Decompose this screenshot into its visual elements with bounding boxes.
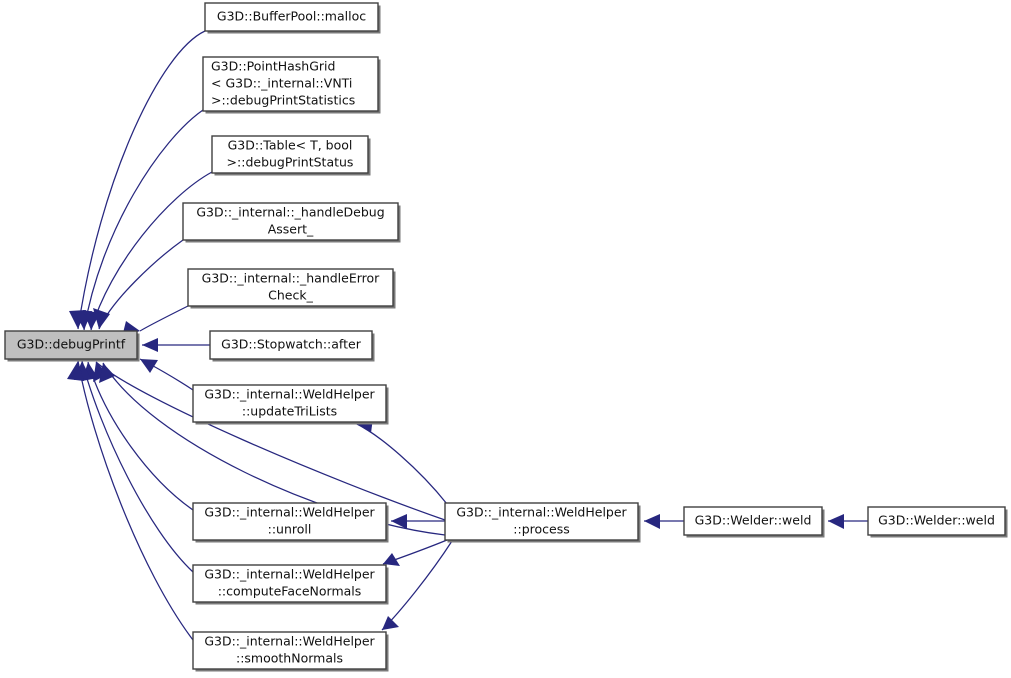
node-label-line: G3D::_internal::_handleError	[202, 271, 381, 286]
graph-edge-handledebugassert-to-debugprintf	[93, 239, 184, 330]
node-label-line: >::debugPrintStatistics	[211, 93, 355, 108]
arrowhead-icon	[391, 514, 407, 529]
arrowhead-icon	[67, 361, 84, 381]
node-box[interactable]	[192, 564, 387, 603]
node-box[interactable]	[192, 631, 387, 670]
edge-line	[81, 360, 194, 573]
arrowhead-icon	[93, 308, 110, 329]
graph-edge-welder_weld_1-to-weldhelper_process	[644, 514, 684, 529]
node-box[interactable]	[683, 506, 823, 536]
edge-line	[139, 305, 189, 332]
node-box[interactable]	[192, 502, 387, 541]
node-label-line: >::debugPrintStatus	[227, 155, 354, 170]
node-box[interactable]	[4, 330, 138, 360]
arrowhead-icon	[93, 362, 108, 382]
edge-line	[87, 361, 194, 511]
node-box[interactable]	[211, 135, 369, 174]
node-box[interactable]	[187, 268, 394, 307]
edge-line	[77, 360, 194, 641]
node-label-line: ::smoothNormals	[236, 651, 343, 666]
node-box[interactable]	[209, 330, 373, 360]
graph-edge-weldhelper_process-to-debugprintf	[99, 362, 446, 536]
graph-edge-weldhelper_process-to-weldhelper_unroll	[391, 514, 445, 529]
graph-edge-weldhelper_smoothnormals-to-debugprintf	[67, 360, 194, 641]
graph-edge-bufferpool_malloc-to-debugprintf	[69, 30, 206, 330]
graph-node-weldhelper_computefacenormals[interactable]: G3D::_internal::WeldHelper::computeFaceN…	[192, 564, 389, 605]
edge-line	[77, 30, 206, 330]
arrowhead-icon	[142, 338, 158, 352]
node-label-line: ::computeFaceNormals	[218, 584, 362, 599]
graph-edges	[67, 30, 868, 641]
edge-line	[98, 239, 184, 330]
graph-node-pointhashgrid_debugprintstatistics[interactable]: G3D::PointHashGrid< G3D::_internal::VNTi…	[202, 56, 381, 114]
graph-node-stopwatch_after[interactable]: G3D::Stopwatch::after	[209, 330, 375, 362]
graph-node-welder_weld_2[interactable]: G3D::Welder::weld	[867, 506, 1008, 538]
node-label-line: G3D::Welder::weld	[878, 513, 995, 528]
graph-node-bufferpool_malloc[interactable]: G3D::BufferPool::malloc	[204, 2, 381, 34]
node-box[interactable]	[192, 384, 387, 423]
node-label-line: G3D::Stopwatch::after	[221, 337, 362, 352]
graph-node-weldhelper_unroll[interactable]: G3D::_internal::WeldHelper::unroll	[192, 502, 389, 543]
node-label-line: Assert_	[268, 222, 314, 237]
node-box[interactable]	[204, 2, 379, 32]
node-label-line: ::process	[513, 522, 569, 537]
node-box[interactable]	[867, 506, 1006, 536]
node-label-line: G3D::_internal::WeldHelper	[204, 505, 375, 520]
node-box[interactable]	[444, 502, 639, 541]
graph-node-weldhelper_updatetrilists[interactable]: G3D::_internal::WeldHelper::updateTriLis…	[192, 384, 389, 425]
arrowhead-icon	[140, 359, 158, 373]
edge-line	[90, 171, 213, 331]
graph-edge-weldhelper_process-to-weldhelper_updatetrilists	[354, 418, 448, 505]
arrowhead-icon	[383, 553, 400, 566]
node-label-line: G3D::_internal::WeldHelper	[204, 567, 375, 582]
graph-node-weldhelper_smoothnormals[interactable]: G3D::_internal::WeldHelper::smoothNormal…	[192, 631, 389, 672]
arrowhead-icon	[644, 514, 660, 529]
node-box[interactable]	[202, 56, 379, 112]
arrowhead-icon	[828, 514, 844, 529]
node-label-line: ::updateTriLists	[242, 404, 337, 419]
graph-edge-weldhelper_updatetrilists-to-debugprintf	[139, 358, 194, 391]
node-box[interactable]	[182, 202, 399, 241]
graph-nodes: G3D::BufferPool::mallocG3D::PointHashGri…	[4, 2, 1008, 672]
graph-node-table_debugprintstatus[interactable]: G3D::Table< T, bool >::debugPrintStatus	[211, 135, 371, 176]
node-label-line: G3D::_internal::WeldHelper	[456, 505, 627, 520]
graph-edge-weldhelper_computefacenormals-to-debugprintf	[74, 360, 194, 573]
edge-line	[95, 361, 446, 521]
graph-node-welder_weld_1[interactable]: G3D::Welder::weld	[683, 506, 825, 538]
node-label-line: G3D::Table< T, bool	[228, 138, 353, 153]
node-label-line: G3D::Welder::weld	[695, 513, 812, 528]
graph-node-debugprintf[interactable]: G3D::debugPrintf	[4, 330, 140, 362]
node-label-line: ::unroll	[268, 522, 312, 537]
arrowhead-icon	[382, 616, 399, 630]
arrowhead-icon	[99, 363, 115, 383]
graph-edge-weldhelper_process-to-weldhelper_smoothnormals	[381, 540, 453, 631]
edge-line	[102, 362, 446, 536]
node-label-line: G3D::_internal::WeldHelper	[204, 387, 375, 402]
graph-edge-weldhelper_process-to-debugprintf	[93, 361, 446, 521]
node-label-line: G3D::BufferPool::malloc	[217, 9, 366, 24]
node-label-line: < G3D::_internal::VNTi	[211, 76, 352, 91]
graph-edge-stopwatch_after-to-debugprintf	[142, 338, 210, 352]
edge-line	[83, 109, 204, 331]
node-label-line: G3D::debugPrintf	[17, 337, 126, 352]
graph-node-weldhelper_process[interactable]: G3D::_internal::WeldHelper::process	[444, 502, 641, 543]
node-label-line: G3D::PointHashGrid	[211, 59, 335, 74]
node-label-line: G3D::_internal::_handleDebug	[196, 205, 384, 220]
node-label-line: G3D::_internal::WeldHelper	[204, 634, 375, 649]
graph-edge-welder_weld_2-to-welder_weld_1	[828, 514, 868, 529]
graph-edge-weldhelper_process-to-weldhelper_computefacenormals	[382, 539, 448, 566]
node-label-line: Check_	[268, 288, 313, 303]
graph-edge-weldhelper_unroll-to-debugprintf	[82, 361, 194, 511]
